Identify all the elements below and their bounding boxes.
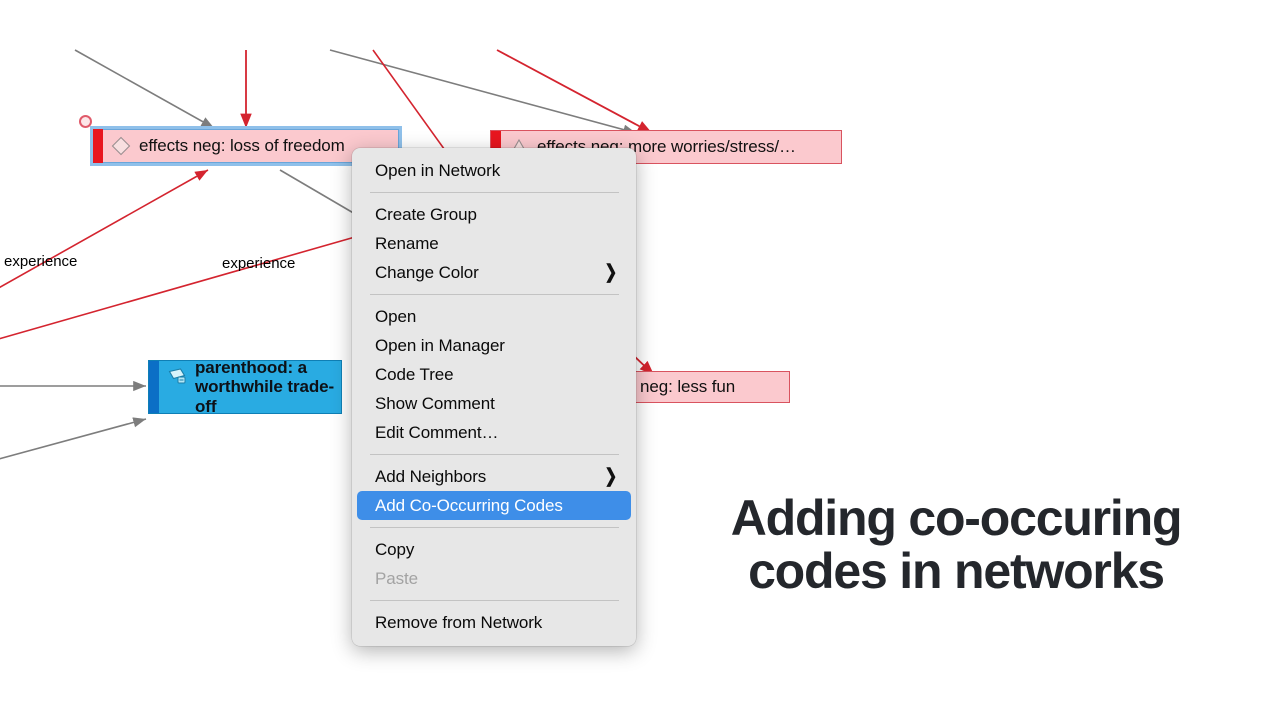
edge-gray-into-more-worries bbox=[329, 49, 637, 135]
menu-separator bbox=[370, 454, 619, 455]
menu-item-show-comment[interactable]: Show Comment bbox=[357, 389, 631, 418]
menu-item-label: Create Group bbox=[375, 205, 477, 224]
menu-item-copy[interactable]: Copy bbox=[357, 535, 631, 564]
node-label: parenthood: a worthwhile trade-off bbox=[195, 361, 335, 413]
menu-item-change-color[interactable]: Change Color ❯ bbox=[357, 258, 631, 287]
edge-label-experience-left: experience bbox=[4, 253, 78, 270]
menu-item-label: Show Comment bbox=[375, 394, 495, 413]
chevron-right-icon: ❯ bbox=[604, 465, 618, 488]
menu-item-label: Rename bbox=[375, 234, 439, 253]
edge-gray-from-loss-of-freedom bbox=[279, 169, 363, 219]
menu-item-label: Edit Comment… bbox=[375, 423, 499, 442]
menu-item-remove-from-network[interactable]: Remove from Network bbox=[357, 608, 631, 637]
menu-item-label: Open in Manager bbox=[375, 336, 505, 355]
menu-item-open[interactable]: Open bbox=[357, 302, 631, 331]
menu-item-label: Copy bbox=[375, 540, 415, 559]
menu-item-create-group[interactable]: Create Group bbox=[357, 200, 631, 229]
memo-icon bbox=[168, 368, 186, 384]
edge-gray-into-parenthood-lower bbox=[0, 417, 147, 460]
node-label: s neg: less fun bbox=[627, 377, 736, 397]
menu-item-paste: Paste bbox=[357, 564, 631, 593]
chevron-right-icon: ❯ bbox=[604, 261, 618, 284]
node-color-bar bbox=[149, 361, 159, 413]
menu-item-edit-comment[interactable]: Edit Comment… bbox=[357, 418, 631, 447]
menu-item-open-in-network[interactable]: Open in Network bbox=[357, 156, 631, 185]
caption-line-1: Adding co-occuring bbox=[730, 490, 1183, 546]
menu-separator bbox=[370, 600, 619, 601]
caption-overlay: Adding co-occuring codes in networks bbox=[700, 492, 1212, 597]
node-effects-neg-loss-of-freedom[interactable]: effects neg: loss of freedom bbox=[90, 126, 402, 166]
menu-item-label: Open bbox=[375, 307, 417, 326]
menu-separator bbox=[370, 294, 619, 295]
node-color-bar bbox=[491, 131, 501, 163]
caption-line-2: codes in networks bbox=[748, 542, 1165, 599]
edge-red-into-more-worries bbox=[496, 49, 653, 134]
edge-red-experience-left bbox=[0, 169, 209, 289]
menu-item-label: Open in Network bbox=[375, 161, 501, 180]
menu-item-label: Remove from Network bbox=[375, 613, 543, 632]
node-parenthood-trade-off[interactable]: parenthood: a worthwhile trade-off bbox=[148, 360, 342, 414]
menu-separator bbox=[370, 527, 619, 528]
menu-item-label: Add Neighbors bbox=[375, 467, 487, 486]
diamond-icon bbox=[111, 136, 131, 156]
edge-label-experience-right: experience bbox=[222, 255, 296, 272]
node-effects-neg-less-fun[interactable]: s neg: less fun bbox=[612, 371, 790, 403]
menu-item-label: Add Co-Occurring Codes bbox=[375, 496, 563, 515]
menu-item-add-co-occurring-codes[interactable]: Add Co-Occurring Codes bbox=[357, 491, 631, 520]
edge-gray-into-loss-of-freedom bbox=[74, 49, 215, 129]
menu-item-label: Change Color bbox=[375, 263, 479, 282]
edge-red-experience-right bbox=[0, 234, 363, 340]
menu-item-open-in-manager[interactable]: Open in Manager bbox=[357, 331, 631, 360]
menu-item-rename[interactable]: Rename bbox=[357, 229, 631, 258]
node-color-bar bbox=[93, 129, 103, 163]
node-label: effects neg: loss of freedom bbox=[139, 136, 345, 156]
menu-item-add-neighbors[interactable]: Add Neighbors ❯ bbox=[357, 462, 631, 491]
menu-item-label: Paste bbox=[375, 569, 418, 588]
context-menu[interactable]: Open in Network Create Group Rename Chan… bbox=[352, 148, 636, 646]
menu-separator bbox=[370, 192, 619, 193]
node-effects-neg-more-worries[interactable]: effects neg: more worries/stress/… bbox=[490, 130, 842, 164]
menu-item-code-tree[interactable]: Code Tree bbox=[357, 360, 631, 389]
selection-handle[interactable] bbox=[79, 115, 92, 128]
menu-item-label: Code Tree bbox=[375, 365, 454, 384]
